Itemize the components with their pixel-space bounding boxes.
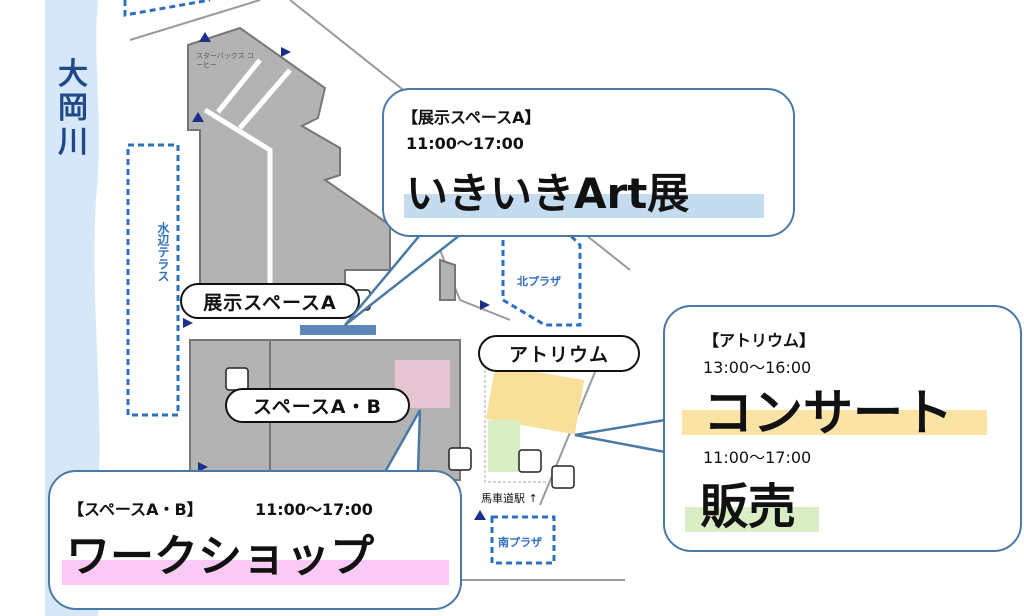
exhibit-event: いきいきArt展 bbox=[406, 169, 690, 218]
atrium-time1: 13:00〜16:00 bbox=[703, 358, 812, 377]
atrium-heading: 【アトリウム】 bbox=[703, 331, 816, 350]
callout-workshop: 【スペースA・B】 11:00〜17:00 ワークショップ bbox=[48, 470, 462, 610]
river bbox=[45, 0, 100, 616]
exhibit-heading: 【展示スペースA】 bbox=[402, 108, 541, 127]
atrium-event1: コンサート bbox=[703, 384, 953, 442]
atrium-sales bbox=[488, 420, 520, 472]
callout-exhibit: 【展示スペースA】 11:00〜17:00 いきいきArt展 bbox=[382, 88, 795, 237]
label-exhibit-a[interactable]: 展示スペースA bbox=[180, 283, 360, 319]
terrace-label: 水辺テラス bbox=[156, 222, 170, 282]
exhibit-a-bar bbox=[300, 325, 376, 335]
label-space-ab[interactable]: スペースA・B bbox=[225, 388, 410, 423]
workshop-heading: 【スペースA・B】 bbox=[68, 500, 203, 519]
workshop-time: 11:00〜17:00 bbox=[255, 500, 373, 519]
atrium-stage bbox=[485, 364, 585, 435]
callout-atrium: 【アトリウム】 13:00〜16:00 コンサート 11:00〜17:00 販売 bbox=[663, 305, 1022, 552]
terrace-area bbox=[126, 143, 180, 417]
atrium-time2: 11:00〜17:00 bbox=[703, 448, 812, 467]
exhibit-time: 11:00〜17:00 bbox=[406, 134, 524, 153]
entrance-arrows bbox=[183, 32, 490, 520]
atrium-event2: 販売 bbox=[700, 479, 797, 535]
north-plaza-label: 北プラザ bbox=[517, 275, 561, 288]
label-atrium[interactable]: アトリウム bbox=[478, 335, 640, 372]
workshop-event: ワークショップ bbox=[66, 531, 374, 582]
south-plaza-area bbox=[490, 515, 556, 565]
river-label: 大岡川 bbox=[58, 57, 88, 160]
south-plaza-label: 南プラザ bbox=[498, 536, 542, 549]
station-label: 馬車道駅 ↑ bbox=[481, 492, 538, 505]
dashed-top bbox=[123, 0, 211, 17]
starbucks-label: スターバックス コーヒー bbox=[196, 52, 254, 69]
